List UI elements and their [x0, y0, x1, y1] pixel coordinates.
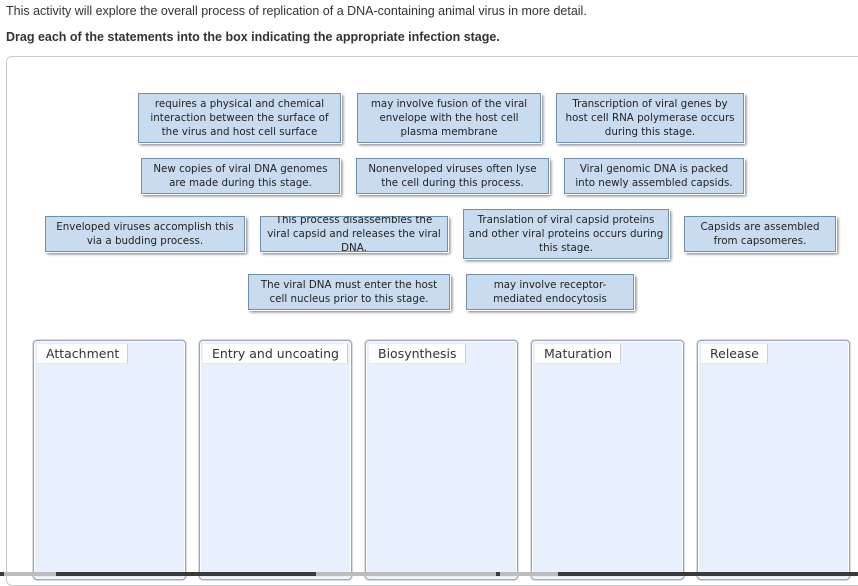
statement-card[interactable]: Capsids are assembled from capsomeres. [683, 215, 837, 253]
statement-card[interactable]: New copies of viral DNA genomes are made… [140, 157, 341, 195]
drop-zone-release[interactable]: Release [697, 340, 850, 580]
statement-card[interactable]: This process disassembles the viral caps… [259, 214, 449, 254]
statement-card[interactable]: requires a physical and chemical interac… [137, 92, 342, 144]
statement-card[interactable]: Viral genomic DNA is packed into newly a… [563, 157, 745, 195]
bottom-scrollbar[interactable] [0, 572, 858, 576]
statement-card[interactable]: may involve receptor-mediated endocytosi… [465, 273, 635, 311]
statement-card[interactable]: Enveloped viruses accomplish this via a … [44, 215, 246, 253]
drop-zone-label: Release [701, 344, 768, 364]
statement-card[interactable]: Translation of viral capsid proteins and… [462, 208, 670, 260]
drop-zone-label: Attachment [37, 344, 129, 364]
statement-card[interactable]: Transcription of viral genes by host cel… [555, 92, 745, 144]
drop-zone-label: Entry and uncoating [203, 344, 348, 364]
drop-zone-attachment[interactable]: Attachment [33, 340, 186, 580]
instruction-text: Drag each of the statements into the box… [6, 30, 500, 44]
drop-zone-maturation[interactable]: Maturation [531, 340, 684, 580]
intro-text: This activity will explore the overall p… [6, 4, 587, 18]
statement-card[interactable]: may involve fusion of the viral envelope… [356, 92, 542, 144]
drop-zone-label: Biosynthesis [369, 344, 466, 364]
drop-zone-biosynthesis[interactable]: Biosynthesis [365, 340, 518, 580]
statement-card[interactable]: The viral DNA must enter the host cell n… [247, 273, 451, 311]
drop-zone-label: Maturation [535, 344, 622, 364]
drop-zone-entry-and-uncoating[interactable]: Entry and uncoating [199, 340, 352, 580]
statement-card[interactable]: Nonenveloped viruses often lyse the cell… [355, 157, 550, 195]
